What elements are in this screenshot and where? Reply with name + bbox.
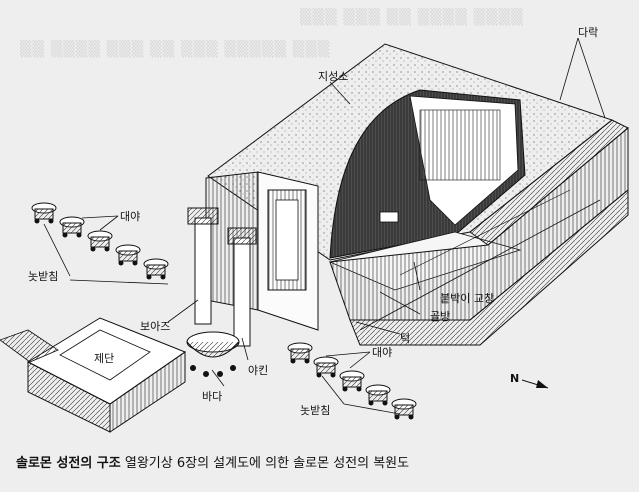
figure-caption: 솔로몬 성전의 구조 열왕기상 6장의 설계도에 의한 솔로몬 성전의 복원도	[16, 452, 409, 471]
caption-title: 솔로몬 성전의 구조	[16, 456, 121, 471]
label-jiseongso: 지성소	[318, 70, 349, 83]
label-butbagi-gyochang: 붙박이 교창	[440, 292, 495, 305]
label-jedan: 제단	[94, 352, 115, 365]
pillar-yakin	[233, 237, 251, 347]
label-daeya-top: 대야	[120, 210, 141, 223]
basin-row-bottom	[287, 342, 417, 420]
basin-row-top	[31, 202, 169, 280]
north-arrow-icon	[521, 379, 549, 389]
label-teok: 턱	[400, 332, 411, 345]
label-natbatchim-bottom: 놋받침	[300, 404, 331, 417]
inner-shelf	[419, 109, 501, 181]
label-bada: 바다	[202, 390, 223, 403]
altar-ramp	[0, 329, 59, 363]
background-bleed-text: ▒▒ ▒▒▒▒ ▒▒▒ ▒▒ ▒▒▒ ▒▒▒▒▒ ▒▒▒	[20, 40, 331, 58]
bronze-sea-body	[186, 341, 240, 358]
altar-right-face	[109, 351, 186, 433]
pillar-boaz	[194, 217, 212, 325]
label-north: N	[510, 372, 520, 385]
window-line	[399, 189, 571, 276]
label-boaz: 보아즈	[140, 320, 171, 333]
door-panel	[275, 199, 299, 281]
pillar-boaz-capital	[187, 207, 219, 225]
altar-upper	[59, 329, 151, 381]
ledge-line	[359, 199, 601, 331]
leader-lines	[43, 37, 606, 415]
label-golbang: 골방	[430, 310, 451, 323]
background-bleed-text: ▒▒▒ ▒▒▒ ▒▒ ▒▒▒▒ ▒▒▒▒	[300, 8, 524, 26]
label-daeya-bottom: 대야	[372, 346, 393, 359]
label-darak: 다락	[578, 26, 599, 39]
side-chambers-steps	[349, 188, 629, 346]
table	[379, 211, 399, 223]
label-yakin: 야킨	[248, 364, 269, 377]
bronze-sea-oxen	[190, 365, 236, 377]
pillar-yakin-capital	[227, 227, 257, 245]
label-natbatchim-top: 놋받침	[28, 270, 59, 283]
caption-text: 열왕기상 6장의 설계도에 의한 솔로몬 성전의 복원도	[120, 456, 410, 471]
